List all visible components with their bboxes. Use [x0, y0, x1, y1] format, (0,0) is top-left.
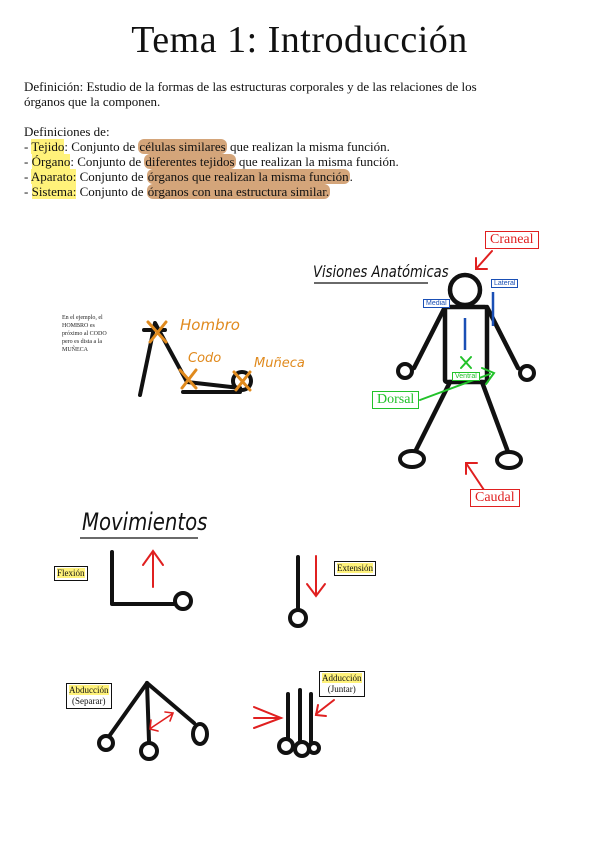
label-caudal: Caudal — [470, 489, 520, 507]
craneal-arrow-line — [475, 250, 493, 270]
abduccion-circle-right — [191, 722, 209, 746]
body-left-foot — [398, 449, 426, 469]
abduccion-circle-left — [97, 734, 115, 752]
label-hombro: Hombro — [180, 316, 240, 334]
label-codo: Codo — [188, 351, 222, 366]
arm-lines — [138, 321, 242, 397]
abduccion-circle-mid — [139, 741, 159, 761]
arm-joint-marks — [146, 320, 252, 392]
abduccion-arrow-line — [150, 713, 173, 729]
abduccion-line-left — [108, 681, 149, 737]
body-left-hand — [396, 362, 414, 380]
abduccion-line-right — [145, 681, 196, 725]
adduccion-arrow-right-line — [315, 699, 335, 715]
body-right-hand — [518, 364, 536, 382]
abduccion-figure — [97, 681, 209, 761]
term-organo-highlight: diferentes tejidos — [144, 154, 236, 169]
body-right-arm — [484, 304, 521, 371]
abduccion-arrow — [149, 711, 175, 732]
definition-line-1: Definición: Estudio de la formas de las … — [24, 79, 477, 94]
body-left-leg — [412, 379, 453, 455]
adduccion-circle-2 — [293, 740, 311, 758]
red-arrows — [465, 250, 493, 491]
caudal-arrow-head — [465, 462, 478, 475]
label-flexion: Flexión — [54, 566, 88, 581]
caudal-arrow-line — [465, 462, 485, 491]
page-title: Tema 1: Introducción — [131, 19, 468, 61]
wrist-x-mark-b — [234, 370, 252, 392]
label-adduccion: Adducción (Juntar) — [319, 671, 365, 697]
ventral-x-b — [460, 356, 472, 369]
label-abduccion: Abducción (Separar) — [66, 683, 112, 709]
label-dorsal: Dorsal — [372, 391, 420, 409]
label-lateral: Lateral — [491, 279, 519, 288]
abduccion-arrow-head-a — [149, 719, 159, 732]
term-tejido: Tejido — [31, 139, 65, 154]
movements-heading: Movimientos — [82, 508, 208, 536]
extension-figure — [288, 555, 308, 628]
abduccion-arrow-head-b — [164, 711, 175, 722]
label-ventral: Ventral — [452, 372, 480, 381]
adduccion-arrows — [253, 699, 335, 729]
adduccion-arrow-left-head — [253, 706, 284, 729]
term-aparato-highlight: órganos que realizan la misma función — [146, 169, 350, 184]
term-sistema-highlight: órganos con una estructura similar. — [146, 184, 331, 199]
flexion-arrow-head — [142, 549, 164, 566]
extension-arrow-head — [306, 583, 326, 598]
term-tejido-highlight: células similares — [138, 139, 227, 154]
adduccion-circle-3 — [307, 741, 321, 755]
shoulder-x-mark-b — [148, 320, 168, 344]
flexion-arrow — [142, 549, 164, 588]
arm-note: En el ejemplo, el HOMBRO es próximo al C… — [62, 315, 107, 353]
extension-arrow — [306, 555, 326, 598]
abduccion-line-mid — [145, 681, 151, 743]
term-line-sistema: - Sistema: Conjunto de órganos con una e… — [24, 184, 331, 199]
label-medial: Medial — [423, 299, 450, 308]
arm-wrist-circle — [231, 370, 253, 392]
adduccion-figure — [277, 688, 321, 758]
term-aparato: Aparato: — [30, 169, 77, 184]
dorsal-arrow-head — [481, 367, 496, 385]
craneal-arrow-head — [475, 257, 488, 270]
body-head — [447, 272, 483, 308]
term-line-organo: - Órgano: Conjunto de diferentes tejidos… — [24, 154, 399, 169]
term-line-aparato: - Aparato: Conjunto de órganos que reali… — [24, 169, 353, 184]
extension-circle — [288, 608, 308, 628]
elbow-x-mark-b — [180, 368, 198, 390]
label-muneca: Muñeca — [254, 356, 305, 371]
label-extension: Extensión — [334, 561, 376, 576]
definitions-header: Definiciones de: — [24, 124, 110, 139]
adduccion-arrow-right-head — [314, 704, 327, 717]
label-craneal: Craneal — [485, 231, 539, 249]
flexion-circle — [173, 591, 193, 611]
flexion-figure — [110, 550, 193, 611]
flexion-lines — [110, 550, 176, 606]
definition-line-2: órganos que la componen. — [24, 94, 161, 109]
term-line-tejido: - Tejido: Conjunto de células similares … — [24, 139, 390, 154]
term-sistema: Sistema: — [31, 184, 77, 199]
body-left-arm — [411, 304, 448, 371]
anatomic-heading: Visiones Anatómicas — [313, 262, 449, 281]
term-organo: Órgano — [31, 154, 71, 169]
body-right-leg — [479, 379, 511, 455]
adduccion-circle-1 — [277, 737, 295, 755]
body-right-foot — [495, 450, 523, 470]
